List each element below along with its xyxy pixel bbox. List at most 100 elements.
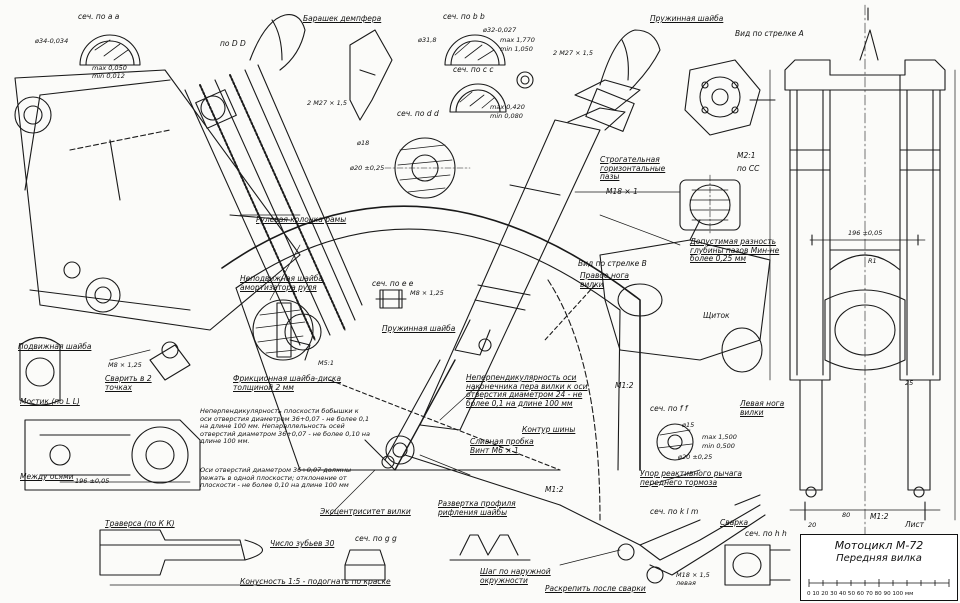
thread-m18: М18 × 1 bbox=[606, 187, 638, 196]
bb-max: max 1,770 bbox=[500, 36, 535, 44]
section-ff-label: сеч. по f f bbox=[650, 404, 688, 413]
cc-max: max 0,420 bbox=[490, 103, 525, 111]
title-block: Мотоцикл М-72 Передняя вилка 0 10 20 30 … bbox=[800, 534, 958, 601]
dimension-80: 80 bbox=[842, 511, 851, 519]
thread-label-1: 2 М27 × 1,5 bbox=[307, 99, 347, 107]
top-section-details bbox=[79, 29, 534, 199]
mid-detail-e bbox=[375, 289, 407, 309]
scale-bar bbox=[808, 579, 950, 587]
sheet-label: Лист bbox=[905, 520, 925, 529]
between-axes-label: Между осями bbox=[20, 472, 74, 481]
view-b-label: Вид по стрелке В bbox=[578, 259, 647, 268]
shield-label: Щиток bbox=[703, 311, 730, 320]
hh-section-detail bbox=[724, 544, 791, 586]
right-leg-label: Правое нога вилки bbox=[580, 271, 630, 289]
taper-note: Конусность 1:5 - подогнать по краске bbox=[240, 577, 391, 586]
scale-m21: М2:1 bbox=[737, 151, 756, 160]
weld-label: Сварка bbox=[720, 518, 749, 527]
thread-m8b: М8 × 1,25 bbox=[108, 361, 142, 369]
centre-fork-leg bbox=[364, 29, 701, 561]
bridge-detail bbox=[19, 336, 201, 491]
gg-section-detail bbox=[344, 549, 386, 581]
scale-m12: М1:2 bbox=[615, 381, 634, 390]
dd-diameter-2: ø20 ±0,25 bbox=[350, 164, 385, 172]
aa-min: min 0,012 bbox=[92, 72, 125, 80]
section-klm-label: сеч. по k l m bbox=[650, 507, 699, 516]
washer-profile-label: Развертка профиля рифления шайбы bbox=[438, 499, 516, 517]
perpendicularity-note-3: Неперпендикулярность оси наконечника пер… bbox=[466, 373, 588, 408]
section-ll-label: Мостик (по L L) bbox=[20, 397, 80, 406]
scale-m51: М5:1 bbox=[318, 359, 335, 367]
ff-diameter-2: ø20 ±0,25 bbox=[678, 453, 713, 461]
klm-section-detail bbox=[639, 494, 766, 584]
movable-washer-label: Подвижная шайба bbox=[18, 342, 92, 351]
weld-after-note: Раскрепить после сварки bbox=[545, 584, 646, 593]
bridge-dimension: 196 ±0,05 bbox=[75, 477, 110, 485]
aa-max: max 0,050 bbox=[92, 64, 127, 72]
step-note: Шаг по наружной окружности bbox=[480, 567, 551, 585]
view-a-label: Вид по стрелке А bbox=[735, 29, 804, 38]
fender-arc-outer bbox=[221, 205, 641, 471]
cc-section-detail bbox=[679, 174, 741, 236]
cc-min: min 0,080 bbox=[490, 112, 523, 120]
bb-diameter-2: ø32-0,027 bbox=[483, 26, 517, 34]
section-ee-label: сеч. по е е bbox=[372, 279, 414, 288]
friction-washer-label: Фрикционная шайба-диска толщиной 2 мм bbox=[233, 374, 342, 392]
section-aa-label: сеч. по а а bbox=[78, 12, 120, 21]
leader-lines bbox=[109, 191, 701, 566]
thread-label-2: 2 М27 × 1,5 bbox=[553, 49, 593, 57]
teeth-count-label: Число зубьев 30 bbox=[270, 539, 335, 548]
traverse-detail bbox=[99, 529, 264, 586]
ff-max: max 1,500 bbox=[702, 433, 737, 441]
aa-diameter: ø34-0,034 bbox=[35, 37, 69, 45]
thread-m18-left: М18 × 1,5 левая bbox=[676, 571, 710, 587]
ff-section-detail bbox=[656, 423, 694, 461]
drain-plug-label: Сливная пробка Винт М6 × 1 bbox=[470, 437, 534, 455]
section-cc2-label: по СС bbox=[737, 164, 760, 173]
bb-min: min 1,050 bbox=[500, 45, 533, 53]
tire-contour-label: Контур шины bbox=[522, 425, 576, 434]
front-view-dimension-196: 196 ±0,05 bbox=[848, 229, 883, 237]
ff-min: min 0,500 bbox=[702, 442, 735, 450]
title-line-2: Передняя вилка bbox=[836, 553, 922, 564]
scale-m12b: М1:2 bbox=[545, 485, 564, 494]
slots-note: Строгательная горизонтальные пазы bbox=[600, 155, 666, 181]
traverse-label: Траверса (по К К) bbox=[105, 519, 175, 528]
ff-diameter-1: ø15 bbox=[682, 421, 695, 429]
view-a-detail bbox=[684, 59, 776, 136]
section-cc1-label: сеч. по с с bbox=[453, 65, 494, 74]
reaction-stop-label: Упор реактивного рычага переднего тормоз… bbox=[640, 469, 743, 487]
section-hh-label: сеч. по h h bbox=[745, 529, 787, 538]
front-view-fork bbox=[769, 4, 956, 541]
fender-arc-inner bbox=[235, 228, 621, 471]
spring-washer-mid-label: Пружинная шайба bbox=[382, 324, 456, 333]
view-b-detail bbox=[599, 219, 771, 373]
dimension-20: 20 bbox=[808, 521, 817, 529]
scale-label: 0 10 20 30 40 50 60 70 80 90 100 мм bbox=[807, 591, 914, 597]
dimension-25: 25 bbox=[905, 379, 914, 387]
m5-1-detail bbox=[252, 299, 314, 361]
title-line-1: Мотоцикл М-72 bbox=[834, 539, 924, 552]
section-gg-label: сеч. по g g bbox=[355, 534, 397, 543]
weld-note: Сварить в 2 точках bbox=[105, 374, 152, 392]
dd-diameter-1: ø18 bbox=[357, 139, 370, 147]
steering-column-label: Рулевая колонка рамы bbox=[256, 215, 347, 224]
eccentricity-label: Эксцентриситет вилки bbox=[320, 507, 411, 516]
left-fork-assembly bbox=[14, 14, 363, 381]
damper-knob-label: Барашек демпфера bbox=[303, 14, 382, 23]
fixed-washer-label: Неподвижная шайба амортизатора руля bbox=[240, 274, 323, 292]
left-leg-label: Левая нога вилки bbox=[740, 399, 785, 417]
section-dd2-label: по D D bbox=[220, 39, 246, 48]
bb-diameter-1: ø31,8 bbox=[418, 36, 437, 44]
thread-m8: М8 × 1,25 bbox=[410, 289, 444, 297]
radius-r1: R1 bbox=[868, 257, 877, 265]
spring-washer-top-label: Пружинная шайба bbox=[650, 14, 724, 23]
perpendicularity-note-2: Оси отверстий диаметром 36+0,07 должны л… bbox=[200, 466, 352, 489]
section-bb-label: сеч. по b b bbox=[443, 12, 485, 21]
groove-deviation-note: Допустимая разность глубины пазов Мин-не… bbox=[690, 237, 780, 263]
perpendicularity-note-1: Неперпендикулярность плоскости бобышки к… bbox=[200, 407, 371, 445]
scale-m12c: М1:2 bbox=[870, 512, 889, 521]
tire-contour bbox=[547, 279, 601, 521]
